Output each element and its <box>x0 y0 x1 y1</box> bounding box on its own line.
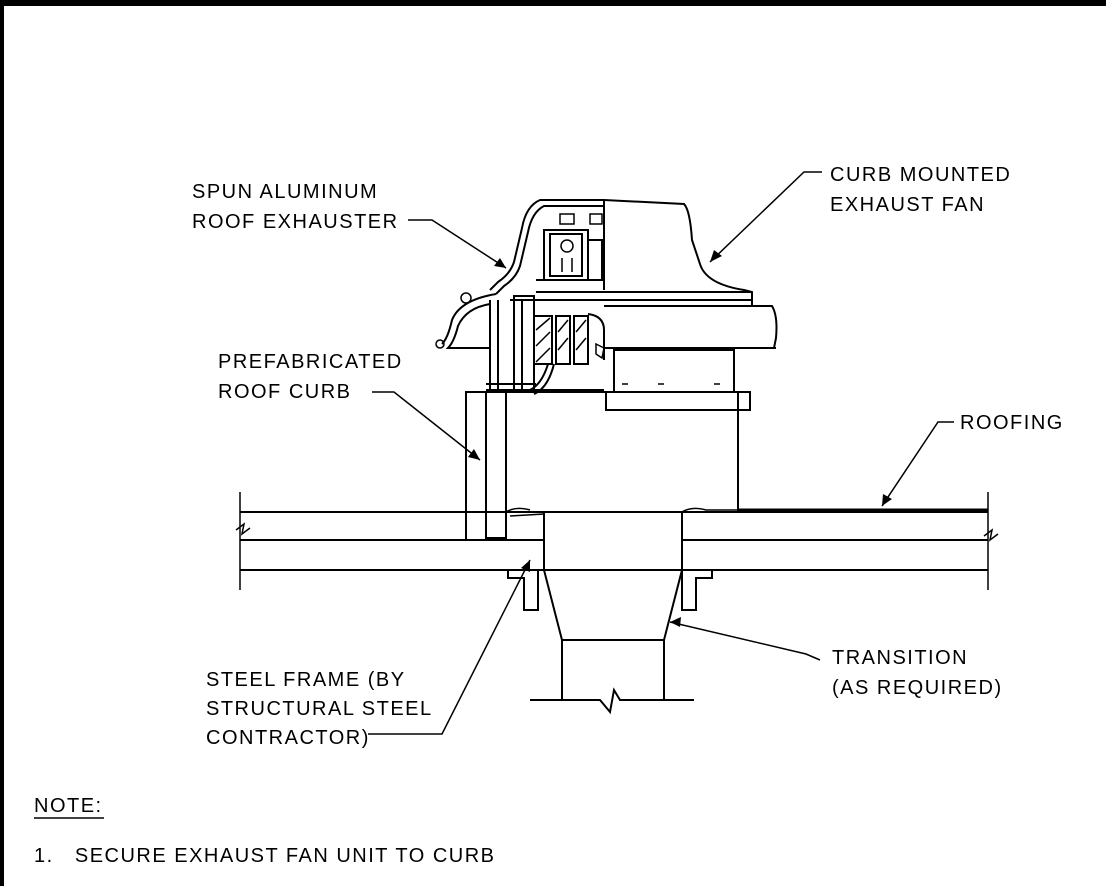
transition-duct <box>530 569 694 715</box>
fan-hood-exterior <box>603 199 778 349</box>
fan-hood-cutaway <box>435 199 605 395</box>
label-transition-line1: TRANSITION <box>832 647 968 669</box>
sheet-top-border <box>0 0 1106 6</box>
leader-lines <box>368 171 954 735</box>
sheet-left-border <box>0 0 4 886</box>
steel-frame-angles <box>507 570 713 611</box>
fan-base <box>605 349 751 411</box>
label-spun-aluminum-line1: SPUN ALUMINUM <box>192 181 378 203</box>
label-transition-line2: (AS REQUIRED) <box>832 677 1003 699</box>
label-steel-frame-line2: STRUCTURAL STEEL <box>206 698 433 720</box>
label-steel-frame-line3: CONTRACTOR) <box>206 727 370 749</box>
label-curb-mounted-line1: CURB MOUNTED <box>830 164 1011 186</box>
label-curb-mounted-line2: EXHAUST FAN <box>830 194 985 216</box>
roof-curb <box>465 391 739 571</box>
label-prefab-curb-line2: ROOF CURB <box>218 381 352 403</box>
note-item-1: 1. SECURE EXHAUST FAN UNIT TO CURB <box>34 845 496 867</box>
label-prefab-curb-line1: PREFABRICATED <box>218 351 403 373</box>
label-spun-aluminum-line2: ROOF EXHAUSTER <box>192 211 399 233</box>
label-steel-frame-line1: STEEL FRAME (BY <box>206 669 406 691</box>
note-heading: NOTE: <box>34 795 103 817</box>
label-roofing: ROOFING <box>960 412 1064 434</box>
roof-deck <box>235 492 999 590</box>
